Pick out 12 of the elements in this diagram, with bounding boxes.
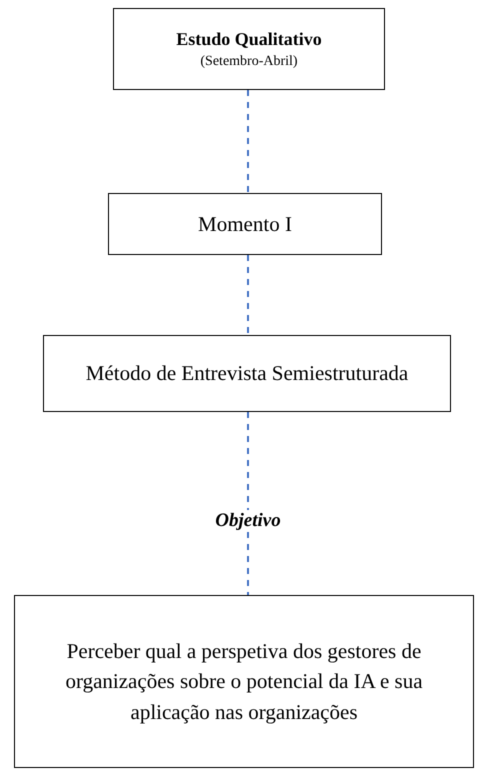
text-box	[14, 595, 474, 768]
connector-line	[247, 90, 249, 193]
box-subtext: (Setembro-Abril)	[200, 52, 298, 71]
text-box	[43, 335, 451, 412]
connector-line	[247, 412, 249, 595]
text-box	[108, 193, 382, 255]
box-text: Método de Entrevista Semiestruturada	[86, 360, 408, 388]
box-text: Momento I	[198, 210, 292, 238]
text-box	[113, 8, 385, 90]
connector-line	[247, 255, 249, 335]
box-text: Perceber qual a perspetiva dos gestores de organizações sobre o potencial da IA e sua aplicação nas organizações	[64, 638, 424, 726]
box-text: Estudo Qualitativo	[176, 28, 322, 51]
